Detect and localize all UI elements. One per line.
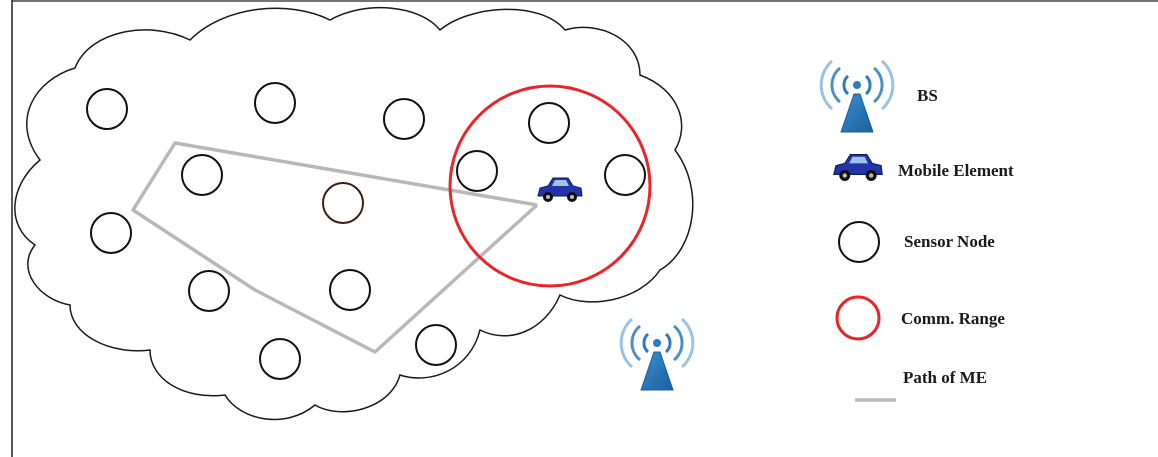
sensor-node [90,212,132,254]
communication-range-circle [448,84,652,288]
sensor-node [383,98,425,140]
legend-label-bs: BS [917,86,938,105]
legend-sensor-node-circle-icon [838,221,880,263]
sensor-node [322,182,364,224]
sensor-node [181,154,223,196]
sensor-node [254,82,296,124]
mobile-element-path [131,141,539,354]
sensor-node [188,270,230,312]
legend-radio-tower-icon [819,59,895,134]
legend-comm-range-circle-icon [835,295,881,341]
sensor-node [259,338,301,380]
sensor-node [528,102,570,144]
car-icon [537,177,583,202]
legend-label-sensor-node: Sensor Node [904,232,995,251]
legend-label-path: Path of ME [903,368,988,387]
sensor-node [604,154,646,196]
legend-car-icon [833,154,883,181]
legend-label-mobile-element: Mobile Element [898,161,1014,180]
sensor-nodes [86,82,646,380]
legend-label-comm-range: Comm. Range [901,309,1005,328]
sensor-node [86,88,128,130]
sensor-node [456,150,498,192]
radio-tower-icon [619,317,695,392]
sensor-node [415,324,457,366]
sensor-node [329,269,371,311]
